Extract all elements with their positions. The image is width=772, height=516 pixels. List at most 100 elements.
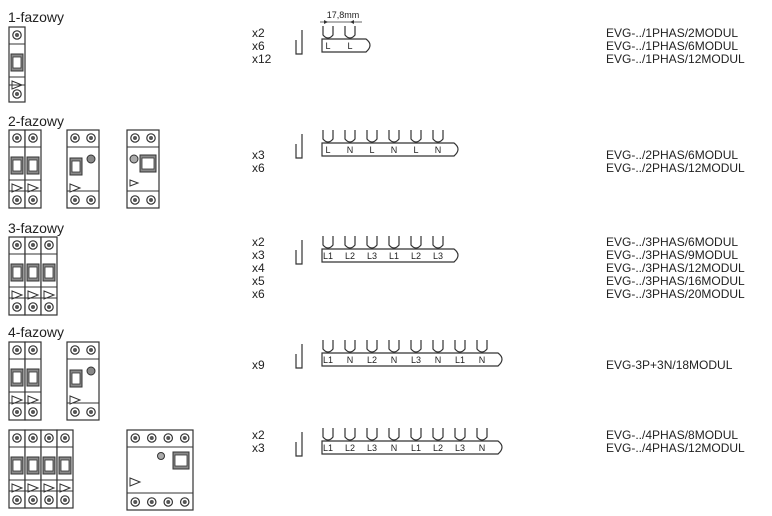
screw-head	[31, 348, 35, 352]
multiplier: x2	[252, 428, 265, 442]
codes-2-phase: EVG-../2PHAS/6MODUL EVG-../2PHAS/12MODUL	[606, 149, 745, 175]
multiplier: x6	[252, 161, 265, 175]
toggle-window	[12, 159, 22, 172]
multipliers-1-phase: x2 x6 x12	[252, 27, 271, 66]
busbar-fork	[388, 340, 400, 353]
label-arrow	[11, 395, 24, 405]
busbar-fork	[410, 130, 422, 143]
terminal-label: L1	[323, 251, 333, 261]
breaker-pole	[8, 429, 26, 509]
label-arrow	[11, 183, 24, 193]
breaker-pole	[8, 341, 26, 421]
busbar-fork	[388, 130, 400, 143]
busbar-fork	[454, 340, 466, 353]
screw-terminal	[28, 302, 38, 312]
dimension-label: 17,8mm	[327, 10, 360, 20]
busbar-fork	[322, 26, 334, 39]
order-code: EVG-../1PHAS/6MODUL	[606, 39, 739, 53]
multiplier: x3	[252, 248, 265, 262]
screw-terminal	[28, 407, 38, 417]
terminal-label: L1	[411, 443, 421, 453]
test-button	[86, 154, 96, 164]
multipliers-4-pole: x2 x3	[252, 429, 265, 455]
busbar-fork	[476, 340, 488, 353]
screw-terminal	[12, 495, 22, 505]
label-arrow	[43, 290, 56, 300]
codes-3-phase: EVG-../3PHAS/6MODUL EVG-../3PHAS/9MODUL …	[606, 236, 745, 301]
toggle-window	[60, 459, 70, 472]
busbar-fork	[454, 428, 466, 441]
screw-terminal	[12, 240, 22, 250]
toggle-window	[28, 371, 38, 384]
screw-terminal	[12, 30, 22, 40]
label-arrow	[129, 179, 140, 187]
label-arrow	[69, 395, 82, 405]
label-arrow	[27, 395, 40, 405]
busbar-fork	[366, 236, 378, 249]
rcd-body	[66, 341, 100, 421]
busbar-fork	[366, 428, 378, 441]
toggle-lever	[10, 456, 24, 475]
order-code: EVG-../1PHAS/2MODUL	[606, 26, 739, 40]
screw-head	[133, 198, 137, 202]
order-code: EVG-../3PHAS/12MODUL	[606, 261, 745, 275]
screw-terminal	[28, 433, 38, 443]
screw-head	[89, 136, 93, 140]
breaker-pole	[40, 236, 58, 316]
screw-terminal	[163, 433, 174, 443]
screw-terminal	[163, 497, 174, 507]
terminal-label: N	[391, 145, 398, 155]
screw-head	[47, 305, 51, 309]
toggle-lever	[42, 456, 56, 475]
screw-head	[47, 243, 51, 247]
test-button	[86, 366, 96, 376]
screw-head	[73, 198, 77, 202]
order-code: EVG-../1PHAS/12MODUL	[606, 52, 745, 66]
busbar-fork	[366, 130, 378, 143]
terminal-label: N	[435, 145, 442, 155]
screw-terminal	[70, 195, 80, 205]
label-arrow	[43, 483, 56, 493]
toggle-window	[44, 266, 54, 279]
rcd-body	[126, 429, 194, 511]
terminal-label: L2	[367, 355, 377, 365]
busbar-fork	[432, 428, 444, 441]
toggle-window	[12, 459, 22, 472]
screw-terminal	[179, 433, 190, 443]
screw-terminal	[130, 195, 140, 205]
screw-head	[133, 500, 138, 504]
busbar-side-profile	[295, 344, 303, 369]
screw-terminal	[130, 133, 140, 143]
screw-terminal	[70, 133, 80, 143]
terminal-label: L3	[367, 443, 377, 453]
toggle-window	[12, 371, 22, 384]
order-code: EVG-3P+3N/18MODUL	[606, 358, 733, 372]
toggle-window	[44, 459, 54, 472]
screw-head	[31, 243, 35, 247]
screw-terminal	[86, 345, 96, 355]
busbar-strip	[321, 248, 459, 263]
screw-head	[15, 198, 19, 202]
screw-head	[15, 410, 19, 414]
toggle-lever	[10, 368, 24, 387]
breaker-pole	[24, 236, 42, 316]
screw-terminal	[12, 133, 22, 143]
order-code: EVG-../4PHAS/8MODUL	[606, 428, 739, 442]
multiplier: x2	[252, 26, 265, 40]
toggle-window	[28, 266, 38, 279]
screw-terminal	[28, 133, 38, 143]
terminal-label: L	[347, 41, 352, 51]
screw-head	[15, 243, 19, 247]
label-arrow	[11, 290, 24, 300]
screw-head	[15, 498, 19, 502]
toggle-lever	[139, 154, 157, 173]
terminal-label: L2	[345, 443, 355, 453]
label-arrow	[59, 483, 72, 493]
toggle-lever	[26, 263, 40, 282]
screw-head	[89, 348, 93, 352]
screw-terminal	[146, 497, 157, 507]
screw-terminal	[44, 302, 54, 312]
screw-head	[73, 410, 77, 414]
toggle-lever	[26, 368, 40, 387]
terminal-label: N	[347, 355, 354, 365]
